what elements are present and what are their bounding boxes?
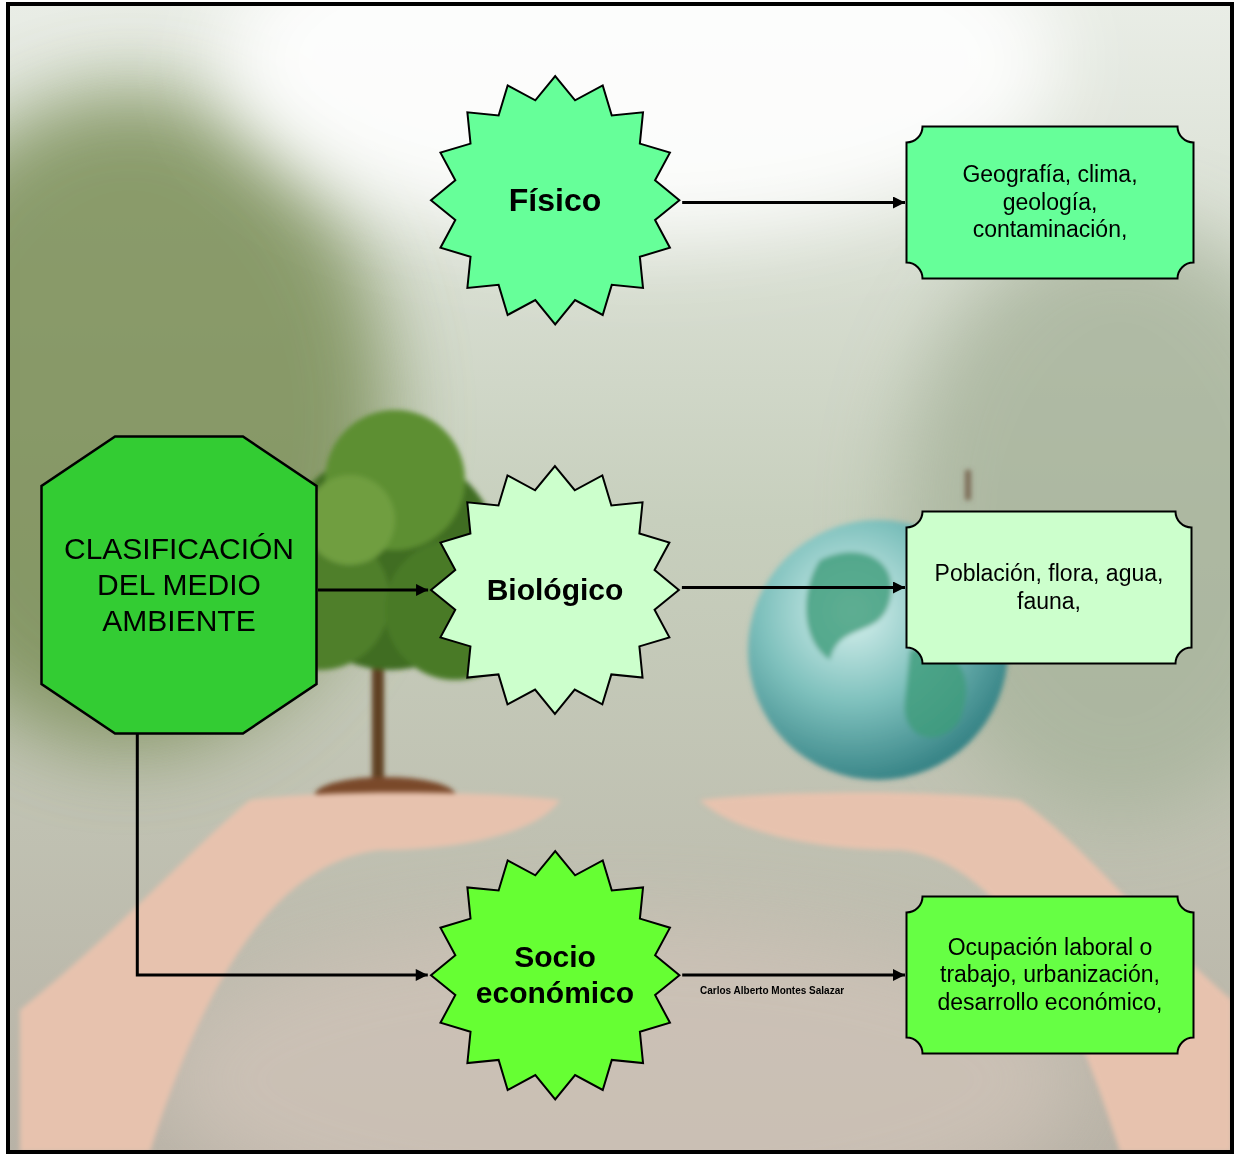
text-block: CLASIFICACIÓN DEL MEDIO AMBIENTE [55,531,303,639]
plaque-outline [907,127,1194,279]
text-block: Geografía, clima, geología, contaminació… [930,161,1170,244]
text-block: Físico [460,181,650,219]
node-text: CLASIFICACIÓN DEL MEDIO AMBIENTE [55,531,303,639]
connector-arrow [682,201,905,204]
hand-right [700,793,1232,1153]
node-text: Biológico [460,572,650,608]
author-credit: Carlos Alberto Montes Salazar [700,985,844,996]
shape-outline [428,848,682,1102]
detail-box: Geografía, clima, geología, contaminació… [905,125,1195,280]
node-text: Ocupación laboral o trabajo, urbanizació… [930,934,1170,1017]
star-outline [431,466,679,714]
plaque-outline [907,512,1192,664]
detail-box: Ocupación laboral o trabajo, urbanizació… [905,895,1195,1055]
star-outline [431,76,679,324]
plaque-outline [907,897,1194,1054]
node-text: Físico [460,181,650,219]
connector-arrow [682,974,905,977]
detail-box: Población, flora, agua, fauna, [905,510,1193,665]
connector-arrow [137,734,427,975]
connector-arrow [318,588,428,591]
node-text: Población, flora, agua, fauna, [930,560,1168,615]
text-block: Biológico [460,572,650,608]
text-block: Población, flora, agua, fauna, [930,560,1168,615]
octagon-outline [42,437,317,734]
root-octagon: CLASIFICACIÓN DEL MEDIO AMBIENTE [40,435,318,735]
image-frame [8,4,1232,1152]
text-block: Socio económico [465,939,645,1011]
category-star: Físico [428,73,682,327]
category-star: Biológico [428,463,682,717]
photo-scene [8,4,1232,1152]
star-outline [431,851,679,1099]
connector-arrow [682,586,905,589]
node-text: Geografía, clima, geología, contaminació… [930,161,1170,244]
node-text: Socio económico [465,939,645,1011]
text-block: Ocupación laboral o trabajo, urbanizació… [930,934,1170,1017]
category-star: Socio económico [428,848,682,1102]
